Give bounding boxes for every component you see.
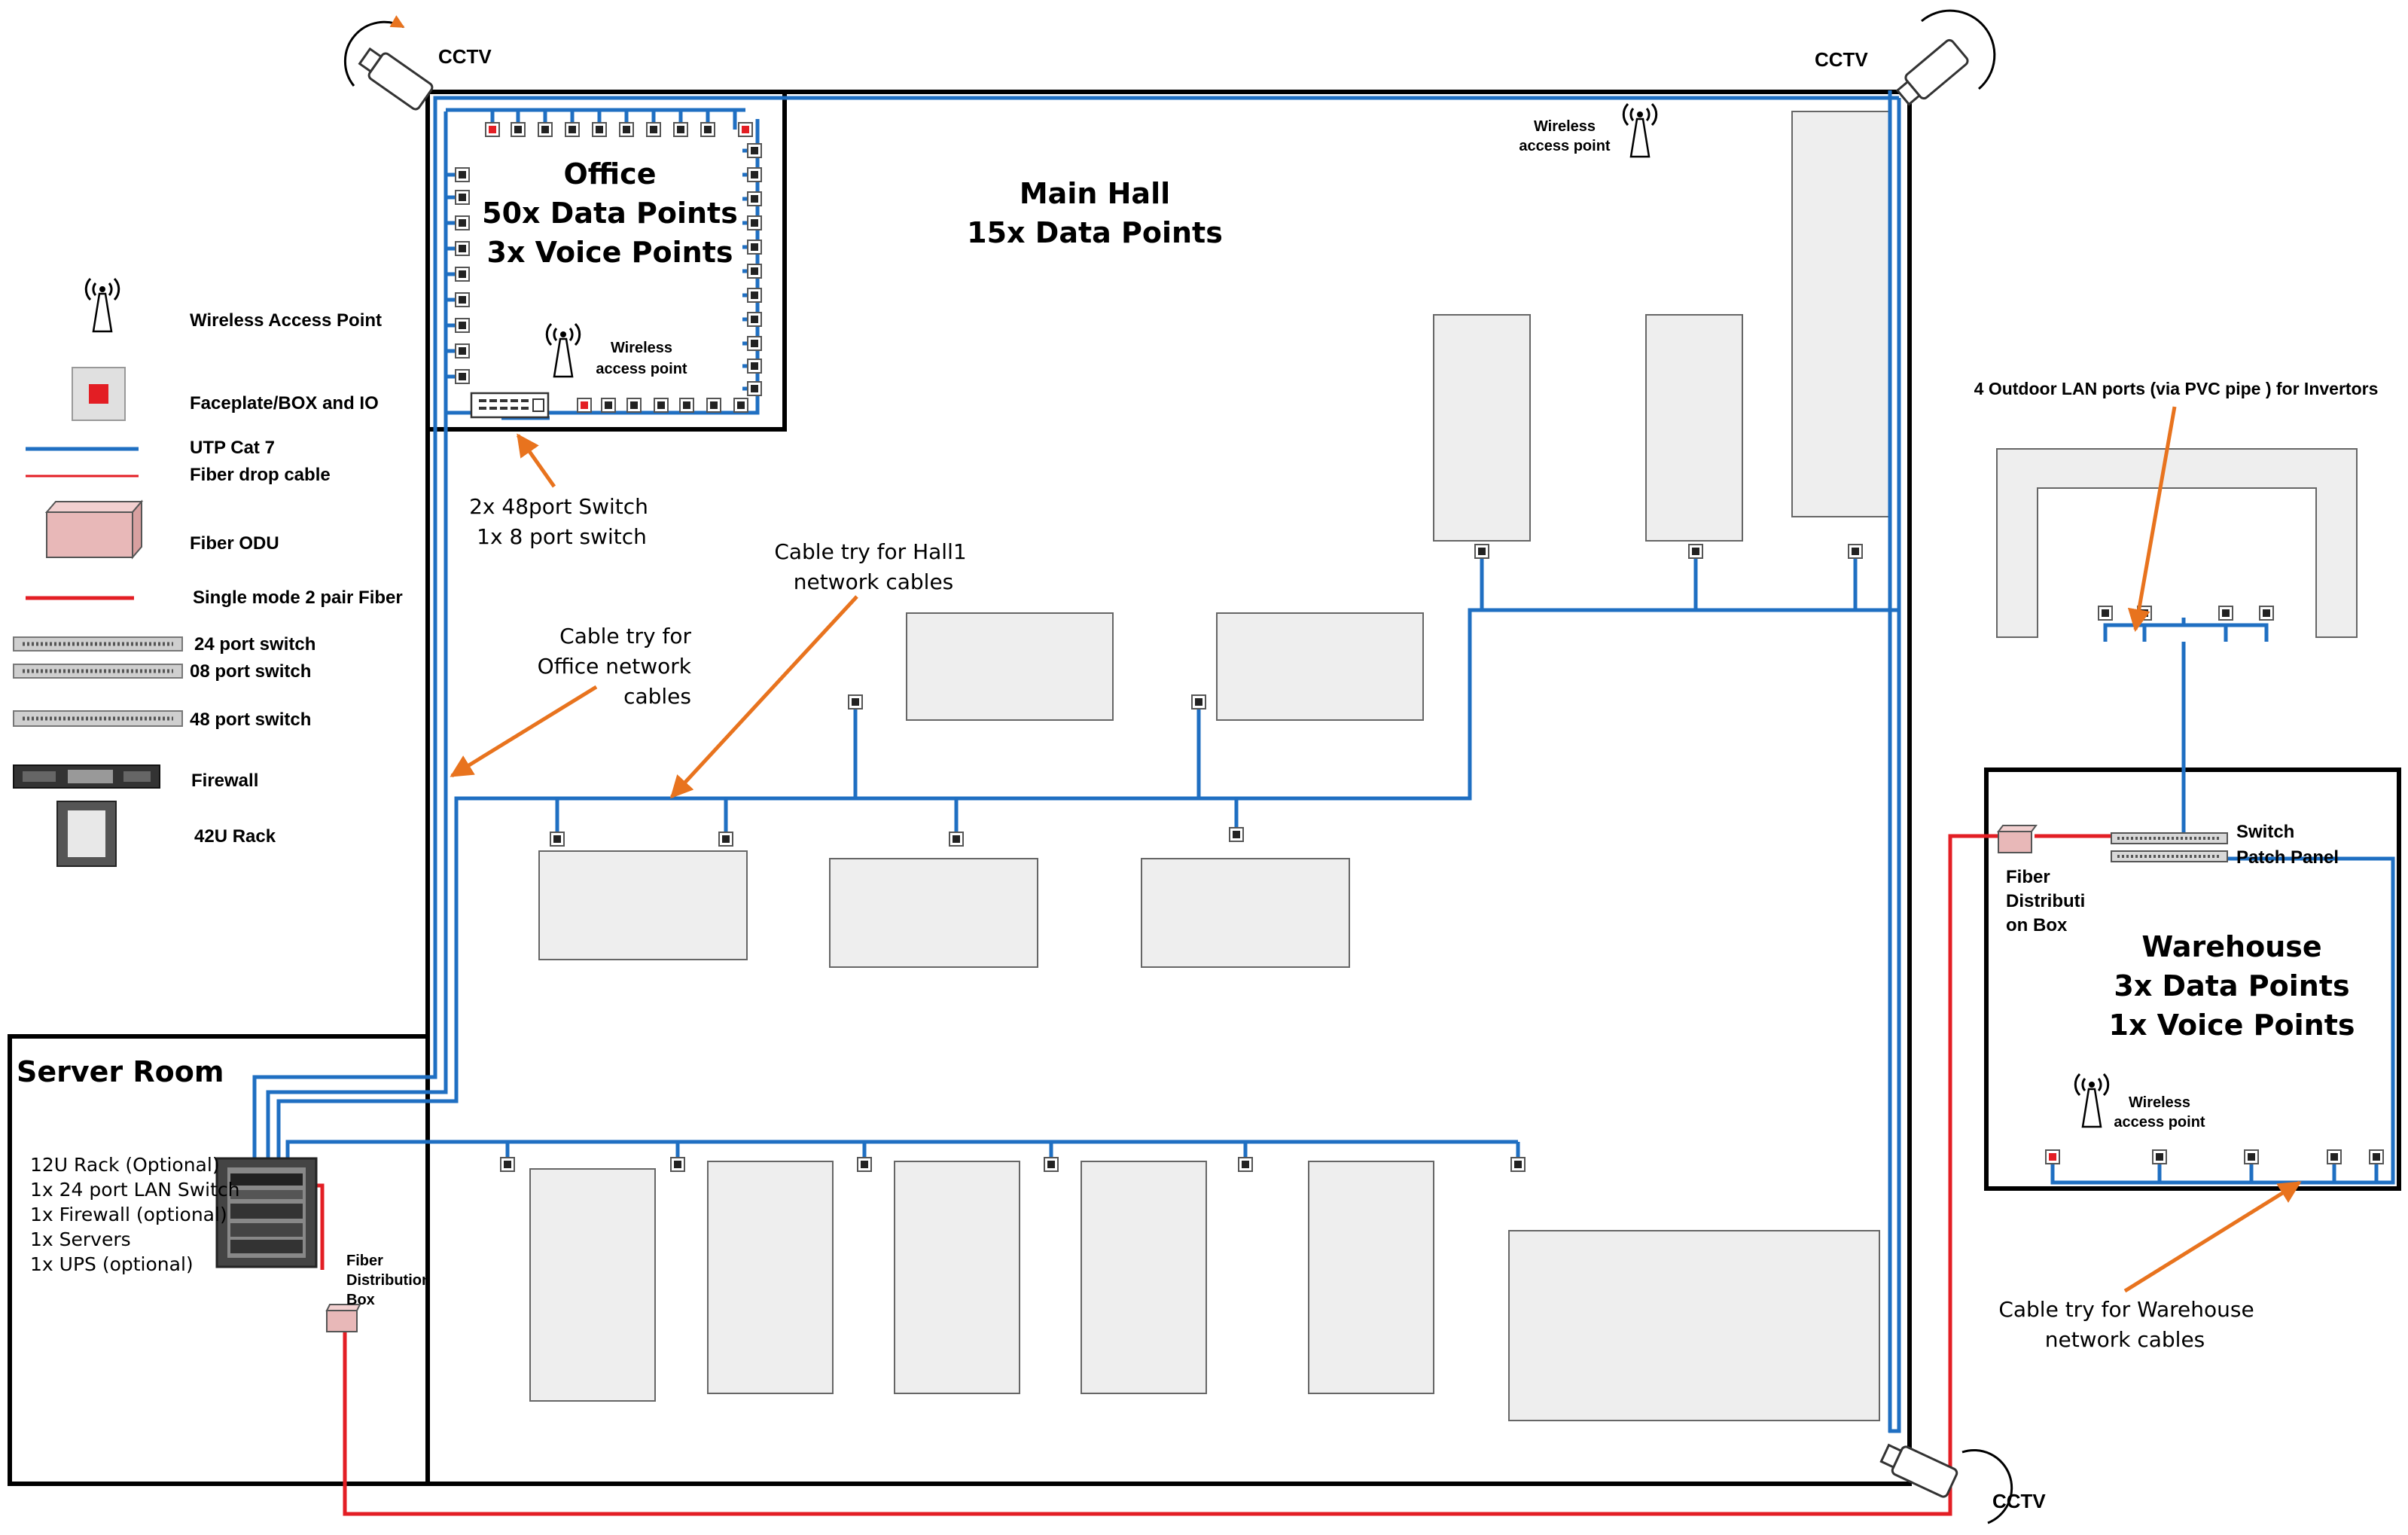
office-wap-icon [545,322,581,378]
warehouse-switch [2111,832,2228,862]
switch-note-1: 2x 48port Switch [469,494,648,519]
main-hall-data-points: 15x Data Points [967,216,1223,249]
office-wap-label-2: access point [596,361,687,377]
warehouse-patch-label: Patch Panel [2236,847,2339,868]
office-voice-points: 3x Voice Points [487,236,733,269]
server-fiber-box [325,1304,361,1332]
cctv-camera-icon [1877,1438,1960,1500]
legend-firewall-label: Firewall [191,771,258,791]
cctv-label-bottom-right: CCTV [1992,1490,2046,1512]
hall-wap-icon [1622,102,1658,158]
warehouse-fdb-label-1: Fiber [2006,867,2050,887]
office-title-text: Office [564,157,657,191]
hall-wap-label-2: access point [1519,138,1611,154]
server-fdb-label-1: Fiber [346,1253,383,1269]
legend-sw48-label: 48 port switch [190,710,311,730]
hall-tray-note-1: Cable try for Hall1 [774,539,966,564]
warehouse-wap-icon [2074,1073,2110,1128]
legend-switch-icons [13,636,183,727]
office-tray-note-3: cables [623,684,691,709]
server-item: 1x UPS (optional) [30,1253,194,1275]
cctv-camera-icon [355,42,435,112]
office-switch [470,392,550,419]
warehouse-switch-label: Switch [2236,822,2294,842]
warehouse-fiber-box [1997,825,2038,853]
legend-faceplate-label: Faceplate/BOX and IO [190,393,379,414]
legend-single-mode-label: Single mode 2 pair Fiber [193,587,403,608]
server-room-title: Server Room [17,1055,224,1088]
furniture-blocks [529,111,2358,1421]
server-fdb-label-2: Distribution [346,1272,431,1289]
rotation-arrow-icon [343,15,405,87]
warehouse-voice-points: 1x Voice Points [2109,1009,2355,1042]
building-walls [8,90,2401,1486]
rotation-arrow-icon [1961,1448,2013,1524]
main-hall-title-text: Main Hall [1020,177,1170,210]
server-item: 12U Rack (Optional) [30,1154,220,1176]
legend-sw08-label: 08 port switch [190,661,311,682]
rotation-arrow-icon [1921,9,1996,90]
warehouse-data-points: 3x Data Points [2114,969,2349,1002]
legend-wap-icon [84,277,120,333]
server-room-items: 12U Rack (Optional) 1x 24 port LAN Switc… [30,1154,240,1275]
legend-firewall-icon [13,764,160,789]
main-hall-title: Main Hall 15x Data Points [967,177,1223,249]
legend-utp-label: UTP Cat 7 [190,438,275,458]
warehouse-tray-note-2: network cables [2045,1327,2205,1352]
server-item: 1x Firewall (optional) [30,1204,227,1225]
server-fdb-label-3: Box [346,1292,375,1308]
office-data-points: 50x Data Points [482,197,738,230]
legend-rack-icon [56,801,117,867]
legend-odu-icon [44,499,144,560]
office-title: Office 50x Data Points 3x Voice Points [482,157,738,269]
legend-fiber-drop-label: Fiber drop cable [190,465,331,485]
cctv-label-top-left: CCTV [438,45,492,68]
warehouse-title-text: Warehouse [2141,930,2321,963]
office-tray-note-1: Cable try for [559,624,691,648]
cctv-camera-icon [1892,37,1971,111]
legend-faceplate-icon [72,367,126,421]
legend-wap-label: Wireless Access Point [190,310,382,331]
switch-note-2: 1x 8 port switch [477,524,647,549]
hall-tray-note-2: network cables [794,569,954,594]
warehouse-title: Warehouse 3x Data Points 1x Voice Points [2109,930,2355,1042]
office-tray-note-2: Office network [538,654,692,679]
hall-wap-label: Wireless [1534,118,1596,135]
warehouse-fdb-label-3: on Box [2006,915,2068,935]
server-rack [215,1157,318,1268]
legend: Wireless Access Point Faceplate/BOX and … [13,277,403,867]
legend-rack-label: 42U Rack [194,826,276,847]
annotations: 2x 48port Switch 1x 8 port switch Cable … [450,379,2379,1352]
warehouse-wap-label: Wireless [2129,1094,2190,1111]
server-item: 1x Servers [30,1228,131,1250]
warehouse-fdb-label-2: Distributi [2006,891,2085,911]
outdoor-note: 4 Outdoor LAN ports (via PVC pipe ) for … [1974,379,2379,398]
warehouse-wap-label-2: access point [2114,1114,2205,1131]
legend-odu-label: Fiber ODU [190,533,279,554]
warehouse-tray-note-1: Cable try for Warehouse [1998,1297,2254,1322]
cctv-label-top-right: CCTV [1815,48,1868,71]
office-wap-label: Wireless [611,340,672,356]
legend-sw24-label: 24 port switch [194,634,315,655]
server-item: 1x 24 port LAN Switch [30,1179,240,1201]
